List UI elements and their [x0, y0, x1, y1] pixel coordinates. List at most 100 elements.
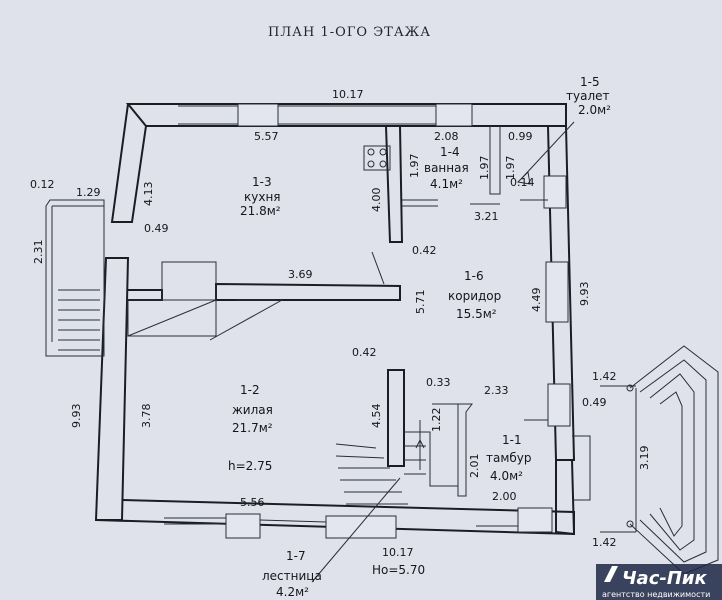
wall-bath-toilet: [489, 126, 501, 195]
dimension-lines: [51, 121, 637, 583]
window-top-1: [237, 103, 279, 127]
dim-label: 3.21: [474, 210, 499, 223]
window-right-3: [547, 383, 571, 427]
wall-top: [125, 103, 567, 127]
dimension-texts: 10.17 5.57 2.08 0.99 1.97 1.97 1.97 0.14…: [30, 88, 651, 559]
room-name-toilet: туалет: [566, 89, 610, 103]
wall-kitchen-right: [384, 125, 404, 243]
wall-top-left: [110, 103, 147, 223]
arrow-toilet: [516, 170, 531, 185]
stair-right-inner-3: [659, 391, 683, 537]
dim-label: 0.42: [412, 244, 437, 257]
room-name-living: жилая: [232, 403, 273, 417]
brand-logo: Час-Пик агентство недвижимости: [596, 564, 722, 600]
leader-toilet: [521, 121, 575, 179]
room-area-bath: 4.1м²: [430, 177, 463, 191]
windows: [164, 103, 571, 539]
room-area-toilet: 2.0м²: [578, 103, 611, 117]
wall-right: [546, 125, 576, 461]
dim-label: 0.49: [144, 222, 169, 235]
dim-label: 2.00: [492, 490, 517, 503]
dim-label: 1.22: [430, 408, 443, 433]
dim-label: 1.42: [592, 370, 617, 383]
brand-tagline: агентство недвижимости: [602, 590, 710, 599]
room-num-vestibule: 1-1: [502, 433, 522, 447]
dim-label: 3.19: [638, 446, 651, 471]
window-top-2: [435, 103, 473, 127]
stair-left-steps: [58, 289, 100, 351]
dim-label: 1.97: [504, 156, 517, 181]
dim-label: 4.00: [370, 188, 383, 213]
wall-middle-left: [128, 289, 163, 301]
stair-lower-right: [404, 431, 458, 487]
room-name-corridor: коридор: [448, 289, 501, 303]
stove-icon: [363, 145, 391, 171]
window-bottom-3: [517, 507, 553, 533]
room-name-kitchen: кухня: [244, 190, 281, 204]
dim-label: 3.69: [288, 268, 313, 281]
room-num-stair: 1-7: [286, 549, 306, 563]
dim-label: 4.13: [142, 182, 155, 207]
dim-label: 0.33: [426, 376, 451, 389]
room-area-corridor: 15.5м²: [456, 307, 497, 321]
dim-label: 3.78: [140, 404, 153, 429]
room-num-toilet: 1-5: [580, 75, 600, 89]
dim-label: 2.08: [434, 130, 459, 143]
dim-left-stair: [51, 205, 104, 342]
wall-vestibule-left: [457, 403, 473, 497]
dim-label: 0.99: [508, 130, 533, 143]
wall-right-lower: [555, 459, 576, 536]
dim-label: 5.56: [240, 496, 265, 509]
window-top-lines: [178, 105, 436, 125]
stair-left-outline: [45, 199, 105, 357]
dim-label: 0.14: [510, 176, 535, 189]
arrow-stair: [415, 420, 425, 470]
room-height: h=2.75: [228, 459, 272, 473]
dim-label: 2.33: [484, 384, 509, 397]
dim-label: 0.12: [30, 178, 55, 191]
dim-label: 0.49: [582, 396, 607, 409]
leader-stair: [311, 477, 401, 583]
window-right-1: [543, 175, 567, 209]
dim-label: 9.93: [578, 282, 591, 307]
wall-living-right: [387, 369, 405, 467]
stair-height: Hо=5.70: [372, 563, 425, 577]
dim-label: 10.17: [332, 88, 364, 101]
room-area-kitchen: 21.8м²: [240, 204, 281, 218]
room-labels: 1-3 кухня 21.8м² 1-4 ванная 4.1м² 1-5 ту…: [228, 75, 611, 599]
dim-label: 1.97: [478, 156, 491, 181]
window-right-2: [545, 261, 569, 323]
stair-right-inner-2: [649, 373, 695, 551]
window-bottom-1: [225, 513, 261, 539]
room-num-living: 1-2: [240, 383, 260, 397]
dim-label: 4.49: [530, 288, 543, 313]
room-name-vestibule: тамбур: [486, 451, 532, 465]
wall-bath-bottom: [402, 199, 548, 207]
dim-label: 10.17: [382, 546, 414, 559]
dim-right-stair: [600, 385, 637, 533]
room-num-corridor: 1-6: [464, 269, 484, 283]
dim-label: 0.42: [352, 346, 377, 359]
brand-name: Час-Пик: [622, 568, 708, 589]
stair-right-node-2: [626, 520, 634, 528]
room-num-kitchen: 1-3: [252, 175, 272, 189]
dim-label: 4.54: [370, 404, 383, 429]
stair-upper-2: [128, 299, 217, 337]
room-area-stair: 4.2м²: [276, 585, 309, 599]
room-name-stair: лестница: [262, 569, 322, 583]
window-bottom-2: [325, 515, 397, 539]
dim-label: 2.01: [468, 454, 481, 479]
room-name-bath: ванная: [424, 161, 469, 175]
wall-middle: [215, 282, 401, 301]
dim-label: 2.31: [32, 240, 45, 265]
room-area-living: 21.7м²: [232, 421, 273, 435]
dim-label: 5.57: [254, 130, 279, 143]
wall-left: [94, 257, 130, 521]
dim-label: 1.97: [408, 154, 421, 179]
dim-label: 9.93: [70, 404, 83, 429]
dim-label: 1.42: [592, 536, 617, 549]
room-area-vestibule: 4.0м²: [490, 469, 523, 483]
plan-title: ПЛАН 1-ОГО ЭТАЖА: [268, 25, 431, 40]
stair-right-inner-1: [639, 359, 707, 563]
